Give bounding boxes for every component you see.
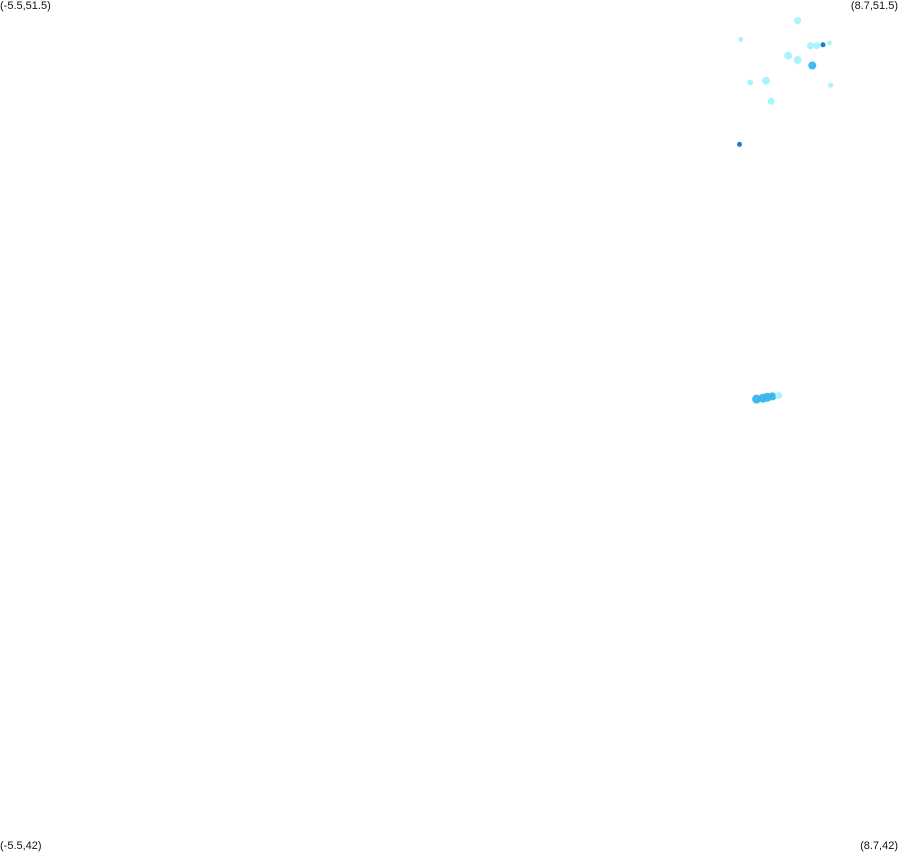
- map-point-19: [775, 392, 783, 399]
- corner-label-bottom-left: (-5.5,42): [0, 840, 42, 852]
- map-point-18: [768, 392, 777, 401]
- corner-label-top-right: (8.7,51.5): [850, 0, 898, 12]
- map-point-3: [806, 42, 814, 50]
- corner-label-bottom-right: (8.7,42): [860, 840, 898, 852]
- corner-label-top-left: (-5.5,51.5): [0, 0, 51, 12]
- map-point-13: [767, 97, 775, 105]
- map-point-5: [820, 42, 826, 48]
- map-point-2: [738, 37, 744, 42]
- map-point-9: [808, 61, 817, 70]
- map-point-1: [794, 17, 802, 25]
- map-point-12: [828, 82, 834, 88]
- map-point-4: [813, 42, 821, 50]
- map-point-10: [762, 76, 770, 85]
- map-point-7: [784, 51, 793, 60]
- map-point-11: [747, 79, 754, 86]
- map-point-8: [793, 56, 802, 65]
- map-point-6: [826, 40, 832, 46]
- map-point-14: [737, 141, 742, 147]
